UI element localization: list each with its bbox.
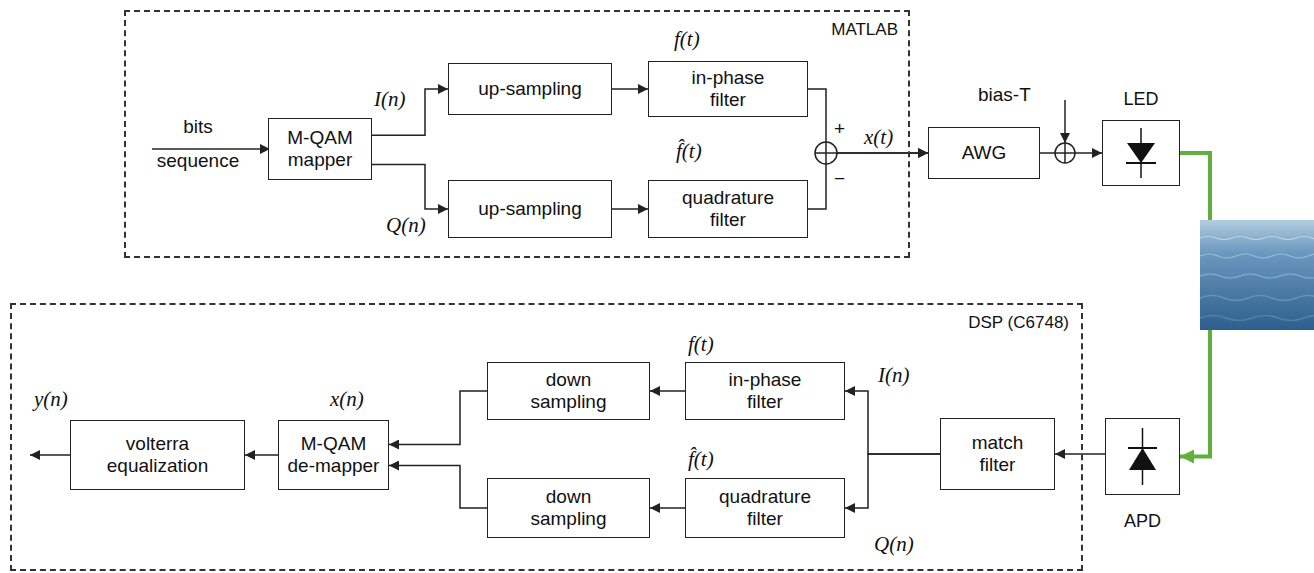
box-text: M-QAM de-mapper [285, 433, 382, 477]
process-box: AWG [928, 127, 1040, 179]
water-picture [1200, 220, 1314, 330]
process-box: in-phase filter [648, 61, 808, 117]
signal-arrow [372, 89, 448, 135]
dashed-region: MATLAB M-QAM mapper up-sampling in-phase fi… [124, 10, 910, 258]
process-box: up-sampling [448, 63, 612, 115]
box-text: in-phase filter [715, 369, 815, 413]
process-box: volterra equalization [70, 420, 245, 490]
process-box: in-phase filter [685, 362, 845, 420]
bias-arrow [1064, 100, 1066, 143]
box-text: up-sampling [478, 198, 582, 220]
signal-arrow [1055, 453, 1105, 455]
signal-arrow [845, 391, 940, 454]
process-box: M-QAM de-mapper [278, 420, 389, 490]
input-arrow [152, 148, 270, 150]
device-label: APD [1066, 511, 1219, 531]
process-box: M-QAM mapper [268, 118, 372, 180]
signal-arrow [650, 390, 685, 392]
output-arrow [30, 454, 72, 456]
signal-label: f(t) [674, 28, 700, 50]
signal-arrow [845, 454, 940, 508]
signal-label: f̂(t) [676, 140, 702, 162]
process-box: match filter [940, 418, 1055, 490]
box-text: volterra equalization [77, 433, 238, 477]
region-title: MATLAB [831, 20, 898, 40]
box-text: in-phase filter [678, 67, 778, 111]
signal-label: x(t) [864, 126, 893, 148]
dashed-region: DSP (C6748) volterra equalization M-QAM de… [10, 303, 1083, 571]
component-label: bias-T [978, 84, 1031, 106]
signal-arrow [1040, 152, 1102, 154]
signal-label: x(n) [330, 388, 364, 410]
signal-label: f(t) [688, 333, 714, 355]
box-text: down sampling [524, 369, 614, 413]
signal-arrow [612, 88, 648, 90]
box-text: M-QAM mapper [275, 127, 365, 171]
process-box: down sampling [487, 478, 650, 538]
signal-arrow [389, 391, 487, 445]
input-label: bits sequence [150, 110, 246, 178]
box-text: up-sampling [478, 78, 582, 100]
signal-arrow [612, 208, 648, 210]
process-box: down sampling [487, 362, 650, 420]
signal-label: f̂(t) [688, 448, 714, 470]
summing-junction [815, 142, 837, 164]
region-title: DSP (C6748) [968, 313, 1069, 333]
signal-label: I(n) [878, 364, 909, 386]
signal-arrow [245, 454, 278, 456]
sign-mark: + [834, 118, 845, 140]
signal-label: y(n) [34, 388, 68, 410]
process-box: quadrature filter [648, 180, 808, 238]
bias-junction [1055, 143, 1075, 163]
signal-arrow [650, 507, 685, 509]
signal-label: Q(n) [386, 214, 426, 236]
sign-mark: − [834, 168, 845, 190]
apd-symbol [1128, 428, 1157, 485]
box-text: down sampling [524, 486, 614, 530]
led-device: LED [1102, 120, 1180, 186]
process-box: quadrature filter [685, 478, 845, 538]
box-text: quadrature filter [715, 486, 815, 530]
signal-arrow [372, 165, 448, 210]
signal-label: Q(n) [874, 533, 914, 555]
signal-label: I(n) [374, 88, 405, 110]
process-box: up-sampling [448, 180, 612, 238]
box-text: match filter [963, 432, 1033, 476]
signal-arrow [389, 466, 487, 509]
box-text: AWG [962, 142, 1007, 164]
led-symbol [1126, 128, 1156, 178]
box-text: quadrature filter [678, 187, 778, 231]
apd-device: APD [1105, 418, 1180, 495]
device-label: LED [1063, 89, 1219, 109]
